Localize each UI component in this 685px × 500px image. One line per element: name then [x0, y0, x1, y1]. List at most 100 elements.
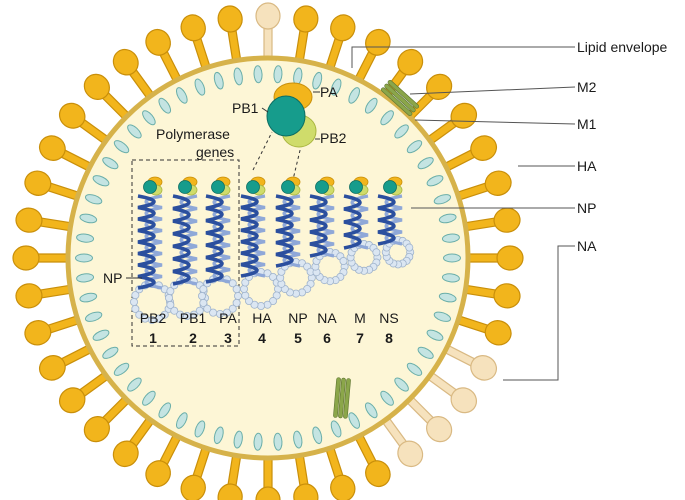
m1-callout-line — [414, 119, 576, 125]
m2-channel — [380, 79, 420, 117]
m1-bead — [394, 377, 409, 392]
m1-bead — [175, 412, 188, 429]
m1-bead — [433, 311, 452, 322]
m1-bead — [233, 67, 243, 86]
m1-bead — [102, 346, 119, 359]
m1-bead — [84, 194, 103, 205]
m2-callout-line — [409, 86, 576, 95]
m1-bead — [213, 71, 224, 90]
m1-bead — [158, 402, 172, 419]
polymerase-label-line2: genes — [196, 144, 234, 160]
m1-bead — [102, 157, 119, 170]
ha-spike — [441, 135, 498, 173]
ha-spike — [324, 14, 356, 73]
m1-bead — [312, 71, 323, 90]
m1-bead — [127, 124, 142, 139]
m1-bead — [75, 253, 93, 263]
ha-label: HA — [577, 158, 597, 174]
m1-bead — [213, 426, 224, 445]
m1-bead — [443, 253, 461, 263]
ha-spike — [12, 245, 73, 271]
m1-bead — [113, 362, 130, 376]
m1-bead — [330, 420, 342, 438]
m1-bead — [364, 402, 378, 419]
m1-label: M1 — [577, 116, 597, 132]
m1-bead — [92, 175, 110, 187]
m1-matrix-layer — [75, 65, 461, 451]
np-label: NP — [577, 200, 596, 216]
callouts: Lipid envelope M2 M1 HA NP NA — [351, 39, 668, 381]
m1-bead — [175, 87, 188, 104]
segment-number: 1 — [149, 330, 157, 346]
segment-number: 6 — [323, 330, 331, 346]
ha-spike — [324, 443, 356, 500]
m1-bead — [380, 110, 394, 126]
lipid-envelope-callout-line — [351, 46, 575, 68]
m1-bead — [92, 329, 110, 341]
segment-number: 5 — [294, 330, 302, 346]
segment-number: 7 — [356, 330, 364, 346]
m1-bead — [364, 97, 378, 114]
polymerase-label-line1: Polymerase — [156, 126, 230, 142]
m1-bead — [253, 65, 263, 84]
m2-channel — [333, 377, 351, 419]
na-callout-line — [503, 245, 575, 381]
m1-bead — [441, 233, 460, 243]
m1-bead — [194, 78, 206, 96]
m1-bead — [79, 292, 98, 303]
ha-spike — [180, 443, 212, 500]
segment-number: 8 — [385, 330, 393, 346]
m1-bead — [76, 273, 95, 283]
ha-spike — [15, 283, 76, 309]
m1-bead — [417, 157, 434, 170]
m1-bead — [293, 430, 303, 449]
segment-name: PB1 — [180, 310, 207, 326]
lipid-envelope-label: Lipid envelope — [577, 39, 668, 55]
na-spike — [255, 2, 281, 63]
ha-spike — [460, 283, 521, 309]
segment-name: NS — [379, 310, 398, 326]
m1-bead — [273, 432, 283, 451]
pb1-subunit — [266, 95, 306, 137]
ha-spike — [112, 48, 156, 102]
rnp-segment — [309, 176, 349, 286]
m1-bead — [253, 432, 263, 451]
m1-bead — [113, 140, 130, 154]
ha-spike — [38, 135, 95, 173]
m1-bead — [233, 430, 243, 449]
m1-bead — [426, 175, 444, 187]
ha-spike — [24, 170, 83, 202]
m1-bead — [438, 292, 457, 303]
polymerase-complex: PB1 PA PB2 — [232, 82, 347, 189]
ribonucleoprotein-segments — [129, 176, 415, 324]
m1-bead — [348, 87, 361, 104]
pb1-label: PB1 — [232, 100, 259, 116]
na-spike — [441, 343, 498, 381]
segment-name: NA — [317, 310, 337, 326]
pb2-label: PB2 — [320, 130, 347, 146]
ha-spike — [255, 453, 281, 500]
ha-spike — [145, 431, 183, 488]
m1-bead — [406, 362, 423, 376]
ha-spike — [58, 370, 112, 414]
surface-glycoproteins — [12, 2, 524, 500]
m1-bead — [142, 110, 156, 126]
segment-name: PA — [219, 310, 237, 326]
na-spike — [404, 394, 453, 443]
na-label: NA — [577, 238, 597, 254]
ha-spike — [58, 102, 112, 146]
rnp-segment — [197, 176, 242, 318]
np-left-label: NP — [103, 270, 122, 286]
segment-name: PB2 — [140, 310, 167, 326]
rnp-segment — [129, 176, 174, 324]
ha-spike — [353, 28, 391, 85]
ha-spike — [15, 207, 76, 233]
m1-bead — [312, 426, 323, 445]
m1-bead — [426, 329, 444, 341]
segment-number: 2 — [189, 330, 197, 346]
m1-bead — [438, 213, 457, 224]
ha-spike — [180, 14, 212, 73]
segment-name: HA — [252, 310, 272, 326]
